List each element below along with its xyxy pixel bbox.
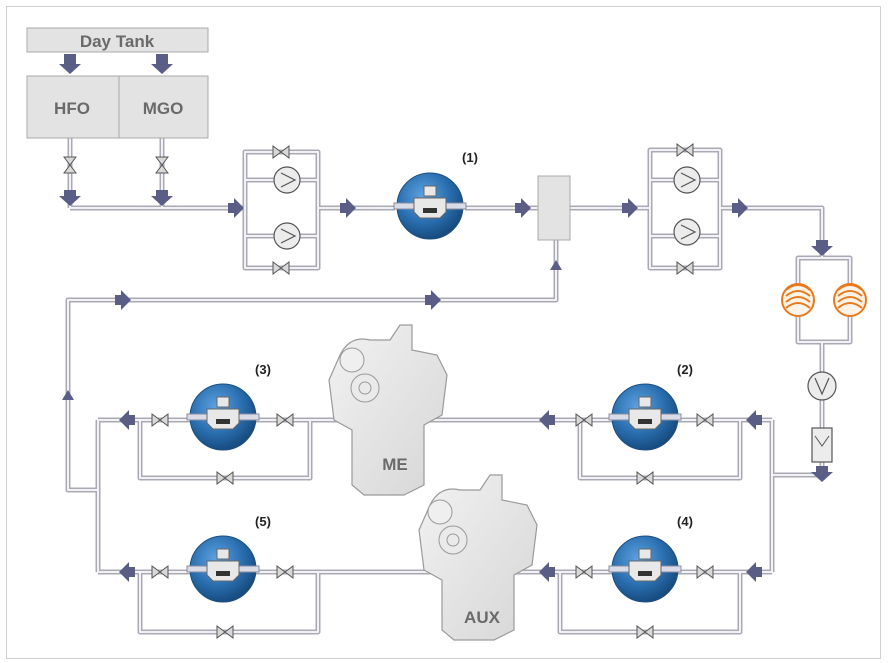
valve	[276, 413, 294, 427]
flow-arrow	[515, 198, 531, 218]
valve	[636, 471, 654, 485]
mixing-tank	[537, 175, 571, 241]
auxiliary-engine-label: AUX	[464, 608, 501, 627]
flow-arrow	[340, 198, 356, 218]
mgo-tank-box	[118, 75, 209, 139]
flow-meter-group: (1) (2) (3) (4) (5)	[186, 150, 693, 603]
flow-arrow	[62, 390, 74, 400]
return-arrows	[119, 410, 762, 582]
valve	[575, 413, 593, 427]
hfo-tank-label: HFO	[54, 99, 90, 118]
day-tank-box	[26, 27, 209, 53]
flow-arrow	[811, 466, 833, 482]
valve	[575, 565, 593, 579]
meter-number-label: (4)	[677, 514, 693, 529]
valve	[676, 261, 694, 275]
meter-1: (1)	[393, 150, 478, 240]
flow-arrow	[228, 198, 244, 218]
meter-4: (4)	[608, 514, 693, 603]
pump-icon	[673, 166, 701, 194]
meter-2: (2)	[608, 362, 693, 451]
valve	[272, 145, 290, 159]
valve	[696, 565, 714, 579]
valve	[696, 413, 714, 427]
meter-5: (5)	[186, 514, 271, 603]
flow-arrow	[550, 260, 562, 270]
meter-number-label: (1)	[462, 150, 478, 165]
valve	[151, 565, 169, 579]
hfo-tank-box	[26, 75, 120, 139]
valve	[155, 156, 169, 174]
flow-arrow	[732, 198, 748, 218]
flow-arrow	[151, 54, 173, 74]
filter-icon	[811, 427, 833, 463]
flow-arrow	[115, 290, 131, 310]
meter-number-label: (3)	[255, 362, 271, 377]
main-engine	[328, 324, 448, 496]
valve	[216, 471, 234, 485]
flow-arrow	[151, 190, 173, 206]
valve	[151, 413, 169, 427]
heater-left	[781, 283, 815, 317]
pump-icon	[273, 166, 301, 194]
main-engine-label: ME	[382, 455, 408, 474]
viscometer-icon	[807, 371, 837, 401]
valve	[272, 261, 290, 275]
tank-group: Day Tank HFO MGO	[26, 27, 209, 139]
flow-arrow	[622, 198, 638, 218]
valve	[276, 565, 294, 579]
mgo-tank-label: MGO	[143, 99, 184, 118]
valve	[216, 625, 234, 639]
pump-icon	[273, 222, 301, 250]
flow-arrow	[59, 54, 81, 74]
day-tank-label: Day Tank	[80, 32, 155, 51]
meter-3: (3)	[186, 362, 271, 451]
pump-group-2	[673, 143, 701, 275]
valve	[636, 625, 654, 639]
flow-arrow	[425, 290, 441, 310]
pump-group-1	[272, 145, 301, 275]
auxiliary-engine	[418, 474, 538, 641]
valve	[676, 143, 694, 157]
flow-arrow	[59, 190, 81, 206]
pump-icon	[673, 218, 701, 246]
heater-right	[833, 283, 867, 317]
flow-arrow	[811, 240, 833, 256]
valve	[63, 156, 77, 174]
meter-number-label: (2)	[677, 362, 693, 377]
meter-number-label: (5)	[255, 514, 271, 529]
